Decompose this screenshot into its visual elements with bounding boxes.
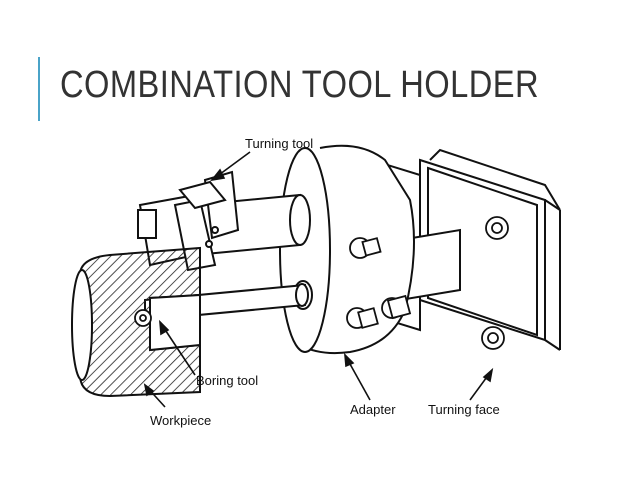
- boring-tool-tip: [134, 309, 152, 327]
- label-turning-tool: Turning tool: [245, 136, 313, 151]
- face-bolts: [481, 216, 509, 350]
- tool-holder-diagram: Turning tool Boring tool Workpiece Adapt…: [60, 120, 620, 470]
- label-turning-face: Turning face: [428, 402, 500, 417]
- slide-title: COMBINATION TOOL HOLDER: [60, 64, 539, 106]
- leader-lines: [143, 151, 494, 408]
- title-accent-bar: [38, 57, 40, 121]
- adapter-bolts: [346, 237, 412, 329]
- label-boring-tool: Boring tool: [196, 373, 258, 388]
- turning-tool: [137, 170, 240, 272]
- label-adapter: Adapter: [350, 402, 396, 417]
- diagram-svg: Turning tool Boring tool Workpiece Adapt…: [71, 136, 561, 428]
- label-workpiece: Workpiece: [150, 413, 211, 428]
